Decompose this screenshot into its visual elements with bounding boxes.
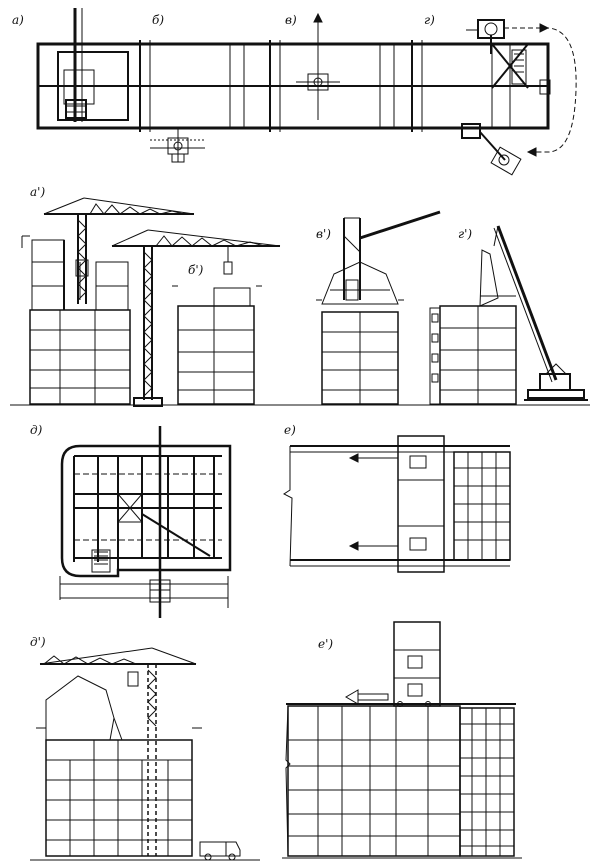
- label-a: а): [12, 13, 24, 27]
- label-e-prime: е'): [318, 637, 334, 651]
- label-v: в): [285, 13, 297, 27]
- plan-view-top: [38, 8, 576, 175]
- label-d: д): [30, 423, 43, 437]
- elevation-view-d-prime: [30, 648, 260, 860]
- label-b: б): [152, 13, 165, 27]
- elevation-view-g-prime: [430, 226, 588, 404]
- plan-view-e: [284, 436, 510, 572]
- label-g-prime: г'): [458, 227, 473, 241]
- label-e: е): [284, 423, 296, 437]
- elevation-view-a-prime: [10, 198, 590, 405]
- label-d-prime: д'): [30, 635, 46, 649]
- plan-view-d: [60, 426, 230, 618]
- label-g: г): [424, 13, 435, 27]
- elevation-view-v-prime: [316, 212, 440, 404]
- label-v-prime: в'): [316, 227, 331, 241]
- elevation-view-b-prime: [112, 230, 280, 406]
- label-a-prime: а'): [30, 185, 46, 199]
- label-b-prime: б'): [188, 263, 204, 277]
- elevation-view-e-prime: [282, 622, 522, 858]
